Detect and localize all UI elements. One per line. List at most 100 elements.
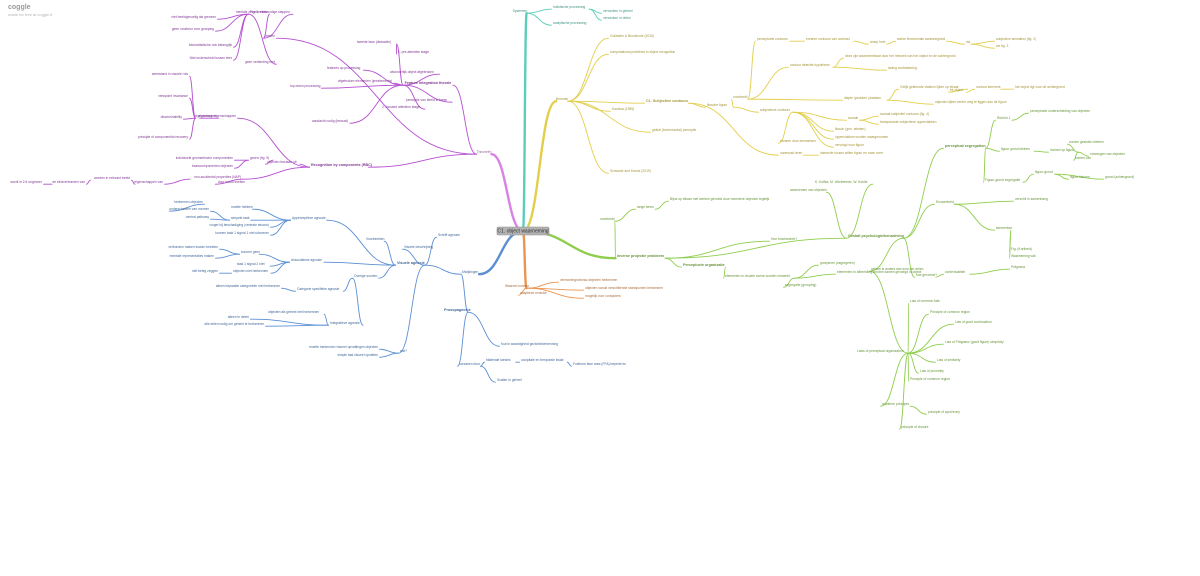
node-t13c[interactable]: afzonderlijk object afgebroken <box>390 70 434 74</box>
node-a10c[interactable]: alle delen nodig om geheel te herkennen <box>204 322 264 326</box>
node-g11a[interactable]: groeperen (segregeren) <box>820 261 855 265</box>
node-a7[interactable]: Voorbeelden <box>366 237 385 241</box>
node-t10[interactable]: non-accidental properties (NAP) <box>194 175 241 179</box>
node-b1[interactable]: Goldstein & Brockmole (2016) <box>610 34 654 38</box>
node-g33[interactable]: principle of synchrony <box>928 410 960 414</box>
node-g27[interactable]: Law of good continuation <box>955 320 992 324</box>
node-g17[interactable]: invloed op figuur <box>1050 148 1075 152</box>
node-a6c[interactable]: mentale representaties maken <box>170 254 215 258</box>
node-t5[interactable]: geons (fig. 9) <box>250 156 269 160</box>
branch-sys[interactable]: Systemen <box>513 9 528 13</box>
node-t6[interactable]: objecten bestaan uit <box>267 160 297 164</box>
node-g6a[interactable]: Bijna op elkaar met werken gevoeld door … <box>670 197 770 201</box>
node-t15[interactable]: afgebroken elementen (jewelements) <box>338 79 392 83</box>
node-a5c[interactable]: ventral pathway <box>186 215 209 219</box>
node-a6d[interactable]: taak 1 signal 2 niet <box>237 262 265 266</box>
node-g28[interactable]: Law of Prägnanz (good figure) simplicity <box>945 340 1004 344</box>
node-a5g[interactable]: kunnen taak 1 signal 1 niet uitvoeren <box>215 231 269 235</box>
node-a10a[interactable]: objecten als geheel niet herkennen <box>268 310 319 314</box>
node-b10c[interactable]: contour kenmerk <box>976 85 1001 89</box>
node-b8f[interactable]: zie fig. 3 <box>996 44 1008 48</box>
node-g30[interactable]: Law of proximity <box>920 369 944 373</box>
node-g32[interactable]: moderne principes <box>882 402 909 406</box>
node-a3[interactable]: Visuele beschrijving <box>404 245 433 249</box>
node-b9[interactable]: contour detectie hypothese <box>790 63 830 67</box>
node-g2[interactable]: perceptual segregation <box>945 144 986 148</box>
node-t19c[interactable]: eigenschappen van <box>134 180 163 184</box>
node-g12[interactable]: hoe gevormd? <box>916 273 937 277</box>
node-g23[interactable]: contextualiteit <box>945 270 965 274</box>
node-t12d[interactable]: Niet onderscheid tussen lees <box>190 56 233 60</box>
branch-the[interactable]: Theorieën <box>477 150 492 154</box>
node-g19[interactable]: verschil in samenhang <box>1015 197 1048 201</box>
node-b11[interactable]: sociale <box>848 116 858 120</box>
node-a5[interactable]: Apperceptieve agnosie <box>292 216 326 220</box>
node-b3a[interactable]: Kanizsa (1955) <box>612 107 634 111</box>
node-t11c[interactable]: discriminability <box>161 115 183 119</box>
node-t11[interactable]: eigenschappen <box>195 114 218 118</box>
node-t19a[interactable]: de eindverbonden van <box>52 180 85 184</box>
node-g34[interactable]: principle of closure <box>901 425 929 429</box>
node-a13b[interactable]: occipitale en temporale kwab <box>521 358 564 362</box>
node-a10b[interactable]: alleen in delen <box>228 315 249 319</box>
node-a2[interactable]: Prosopagnosie <box>444 308 471 312</box>
node-g8[interactable]: waarnemen van objecten <box>790 188 827 192</box>
node-t1[interactable]: Recognition by components (RBC) <box>311 163 373 167</box>
node-g17c[interactable]: komen van <box>1075 156 1091 160</box>
node-b11a[interactable]: sociaal subjectief contours (fig. 4) <box>880 112 929 116</box>
node-b17[interactable]: interactie tussen willen figuur en ruwe … <box>820 151 883 155</box>
node-g18b[interactable]: grond (achtergrond) <box>1105 175 1134 179</box>
node-t12[interactable]: Fig. 1, eenvoudige stappen <box>250 10 290 14</box>
node-t11b[interactable]: viewpoint invariance <box>158 94 188 98</box>
node-g31[interactable]: Principle of common region <box>910 377 950 381</box>
node-w2[interactable]: objecten vanuit verschillende standpunte… <box>585 286 663 290</box>
node-t13a[interactable]: 1. pre-attentive stage <box>398 50 429 54</box>
node-b2[interactable]: computational problems in object recogni… <box>610 50 675 54</box>
node-g5[interactable]: voorbeeld <box>600 217 615 221</box>
node-a10[interactable]: Integratieve agnosie <box>330 321 360 325</box>
node-b8d[interactable]: via <box>966 40 970 44</box>
node-b8c[interactable]: sterke fenomenale aanwezigheid <box>897 37 945 41</box>
node-b7[interactable]: subjectieve contours <box>760 108 790 112</box>
node-g3[interactable]: Perceptuele organisatie <box>683 263 725 267</box>
node-a5e[interactable]: moeite hebben <box>231 205 253 209</box>
node-s1a[interactable]: verwerken in geheel <box>603 9 633 13</box>
node-b10e[interactable]: objecten lijken verder weg te liggen dan… <box>935 100 1008 104</box>
node-g6[interactable]: lange lenen <box>637 205 654 209</box>
node-b13[interactable]: oppervlakken worden waargenomen <box>835 135 888 139</box>
node-t11a[interactable]: weerstand in visuele ruis <box>152 72 188 76</box>
node-t2[interactable]: Feature integration theorie <box>405 81 452 85</box>
node-t11d[interactable]: principle of componential recovery <box>138 135 188 139</box>
node-a6a[interactable]: verbonden maken tussen beelden <box>168 245 218 249</box>
node-g17b[interactable]: ontvangen van objecten <box>1090 152 1125 156</box>
node-t12e[interactable]: geen verbinding met <box>245 60 275 64</box>
node-g4[interactable]: Hoe functioneert? <box>771 237 797 241</box>
node-a6b[interactable]: kunnen geen <box>241 250 260 254</box>
node-b12[interactable]: illusoir (gen. teksten) <box>835 127 865 131</box>
node-t17[interactable]: 2. focused attention stage <box>382 105 420 109</box>
node-a1[interactable]: Visuele agnosie <box>397 261 425 265</box>
node-b9b[interactable]: lading contrastering <box>888 66 917 70</box>
node-g7[interactable]: K. Koffka, M. Wertheimer, W. Kohler <box>815 180 869 184</box>
node-b10a[interactable]: Gelijk gekleurde vlakken lijken op elkaa… <box>900 85 960 89</box>
node-t19[interactable]: wordt in 2.6 ongeveer <box>10 180 43 184</box>
node-g26[interactable]: Principle of common region <box>930 310 970 314</box>
node-a11b[interactable]: simple taal visueel opvatten <box>337 353 378 357</box>
node-b15[interactable]: ervaren door kenmerken <box>780 139 816 143</box>
node-g17a[interactable]: zonder gesloten kleinen <box>1069 140 1104 144</box>
node-t12c[interactable]: fotorealistische ook belangrijk <box>189 43 233 47</box>
node-b8e[interactable]: subjective animation (fig. 2) <box>996 37 1036 41</box>
node-a5a[interactable]: herkennen objecten <box>174 200 203 204</box>
node-t8[interactable]: individuele geometrische componenten <box>176 156 233 160</box>
node-a13c[interactable]: Fusiform face area (FFA) beperkt en <box>573 362 626 366</box>
node-g22[interactable]: Waarneming vak <box>1011 254 1036 258</box>
node-t12b[interactable]: geen voorkeur voor groeping <box>172 27 214 31</box>
node-g10[interactable]: Laws of perceptual organization <box>857 349 904 353</box>
node-g11[interactable]: elementen in visuele scene worden verwer… <box>725 274 790 278</box>
node-b8a[interactable]: ervaren contours van contrast <box>806 37 850 41</box>
node-a5d[interactable]: vorger bij beschadiging (ventrale stroom… <box>209 223 269 227</box>
node-t9[interactable]: basiscomponenten objecten <box>192 164 233 168</box>
node-b5[interactable]: illusoire figuur <box>707 103 728 107</box>
node-t14[interactable]: top-down processing <box>290 84 321 88</box>
